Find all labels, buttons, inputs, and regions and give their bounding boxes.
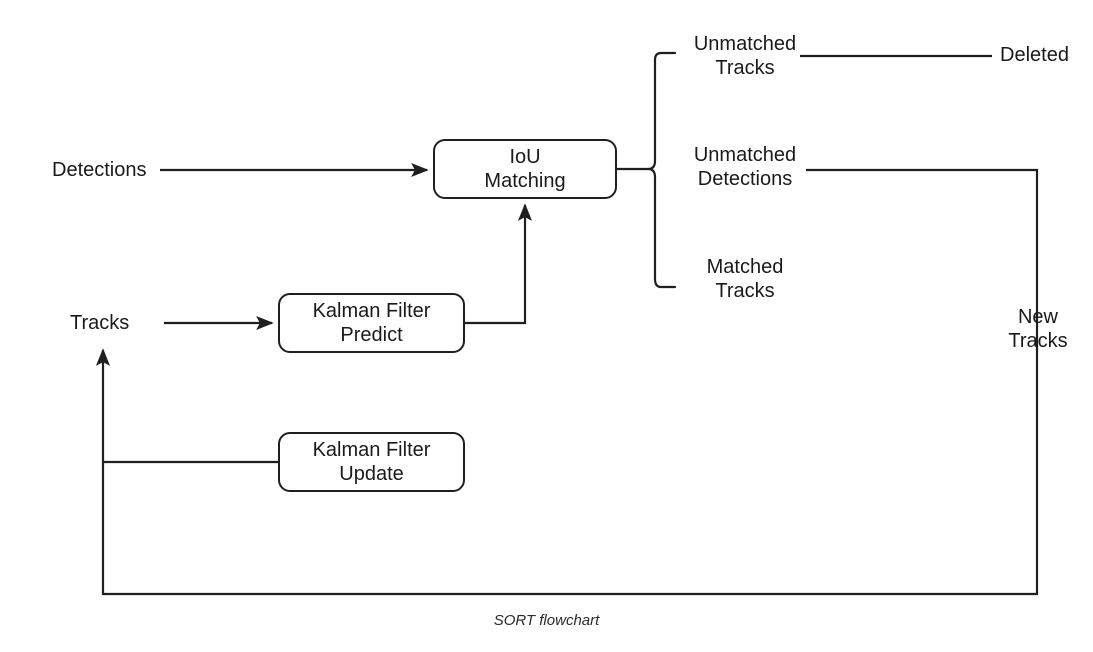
edge-unmatched-detections-to-tracks-loop [95, 168, 1039, 596]
node-kalman-filter-update[interactable]: Kalman Filter Update [278, 432, 465, 492]
label-new-tracks: New Tracks [1008, 306, 1068, 353]
node-iou-matching[interactable]: IoU Matching [433, 139, 617, 199]
label-unmatched-detections: Unmatched Detections [693, 144, 797, 191]
figure-caption: SORT flowchart [493, 612, 600, 629]
label-tracks: Tracks [70, 312, 130, 334]
node-kalman-filter-predict[interactable]: Kalman Filter Predict [278, 293, 465, 353]
label-detections: Detections [52, 159, 147, 181]
edge-kf-predict-to-iou [465, 203, 533, 325]
label-deleted: Deleted [1000, 44, 1069, 66]
label-matched-tracks: Matched Tracks [706, 256, 784, 303]
iou-output-brace [617, 51, 677, 289]
label-unmatched-tracks: Unmatched Tracks [693, 33, 797, 80]
